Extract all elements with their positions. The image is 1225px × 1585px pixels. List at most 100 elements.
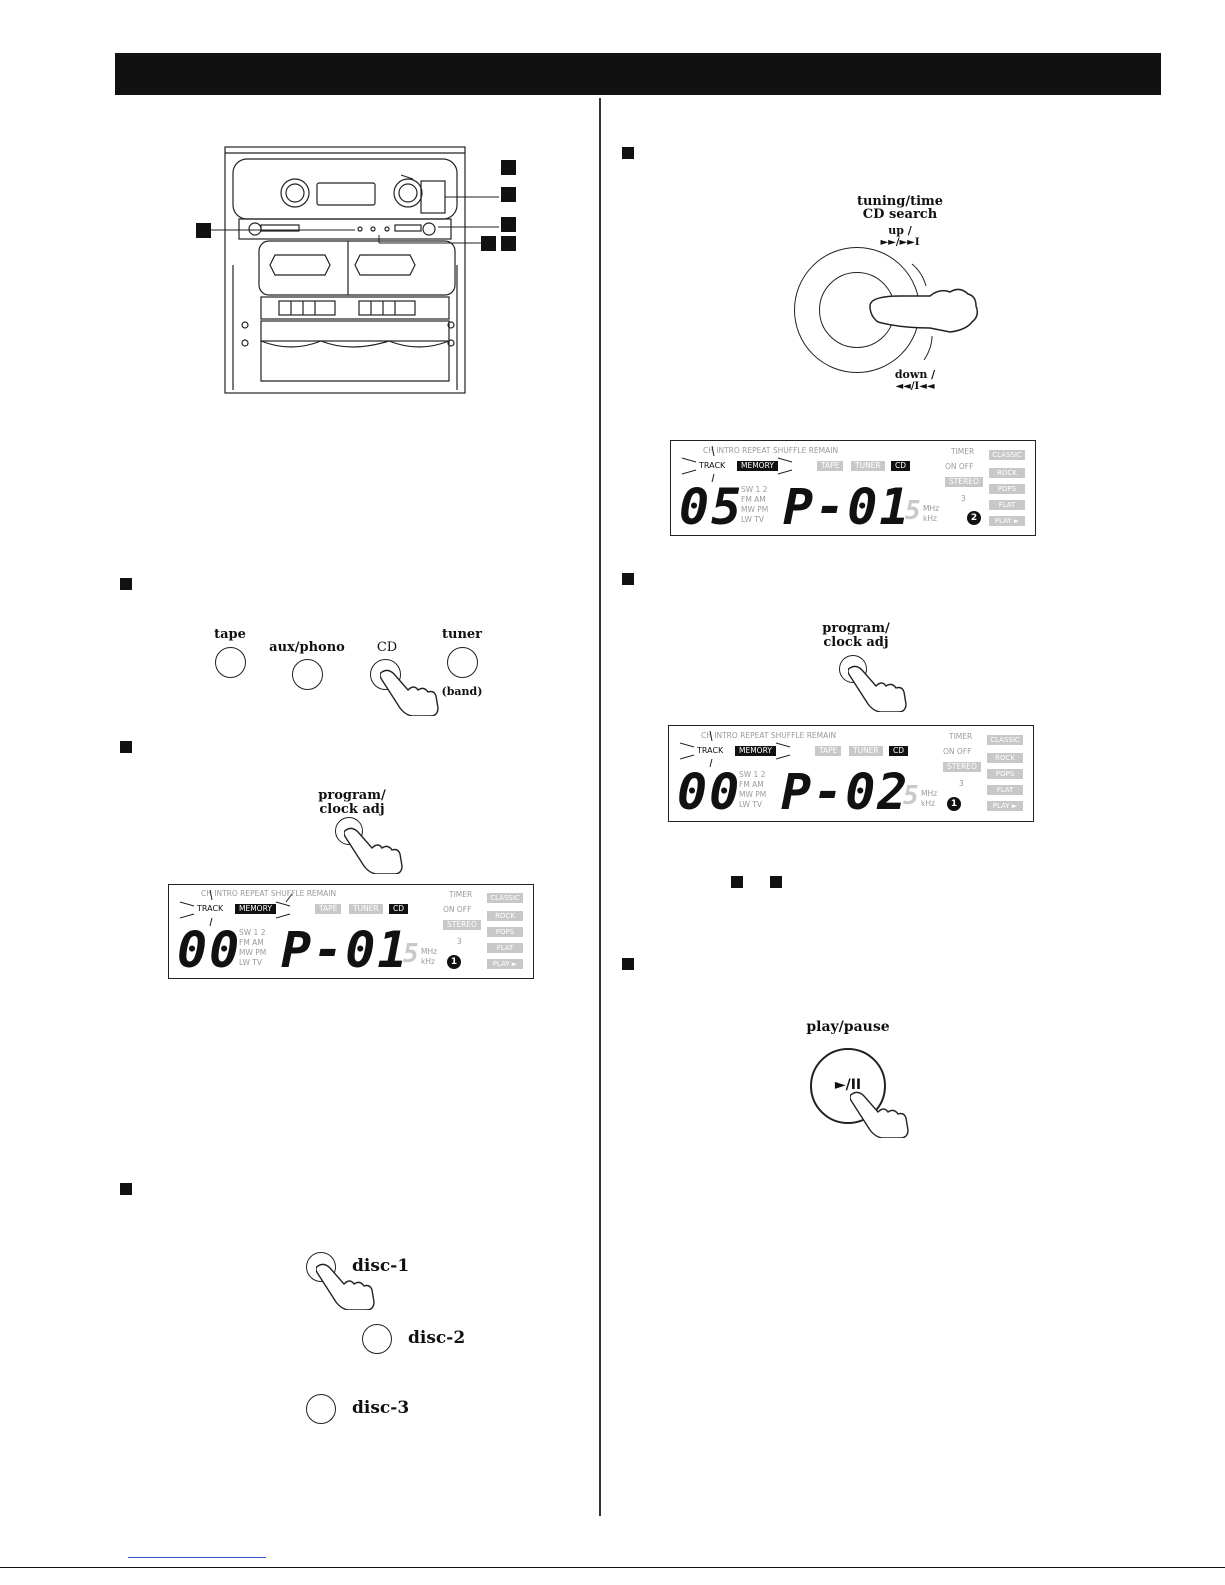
callout-marker — [501, 160, 516, 175]
lcd-band-label: SW 1 2 — [739, 770, 766, 779]
step-marker — [622, 147, 634, 159]
program-button-label-line2: clock adj — [823, 635, 889, 650]
up-label: up / — [888, 224, 912, 237]
aux-phono-button[interactable] — [292, 659, 323, 690]
disc-2-label: disc-2 — [408, 1328, 466, 1348]
lcd-band-label: MW PM — [741, 505, 769, 514]
lcd-display-1: CH INTRO REPEAT SHUFFLE REMAIN TRACK MEM… — [168, 884, 534, 979]
lcd-disc-indicator: 1 — [947, 797, 961, 811]
step-marker — [120, 1183, 132, 1195]
program-button-label-line2: clock adj — [319, 802, 385, 817]
lcd-play-indicator: PLAY ► — [487, 959, 523, 969]
lcd-band-label: FM AM — [741, 495, 766, 504]
cd-button-label: CD — [376, 640, 398, 655]
down-label: down / — [894, 368, 936, 381]
lcd-on-off-label: ON OFF — [943, 747, 972, 756]
tuner-button[interactable] — [447, 647, 478, 678]
lcd-band-label: FM AM — [239, 938, 264, 947]
lcd-stereo-indicator: STEREO — [443, 920, 481, 930]
disc-1-label: disc-1 — [352, 1256, 410, 1276]
lcd-disc-3-indicator: 3 — [961, 494, 966, 503]
column-divider — [599, 98, 601, 1516]
step-marker — [120, 578, 132, 590]
lcd-band-label: LW TV — [739, 800, 763, 809]
step-marker — [622, 573, 634, 585]
lcd-tape-indicator: TAPE — [815, 746, 842, 756]
page-header-bar — [115, 53, 1161, 95]
band-label: (band) — [441, 685, 483, 698]
lcd-timer-label: TIMER — [951, 447, 975, 456]
step-reference-marker — [731, 876, 743, 888]
lcd-eq-classic: CLASSIC — [989, 450, 1025, 460]
lcd-program-number: P-02 — [781, 763, 910, 821]
blink-rays-icon — [179, 889, 293, 927]
callout-marker — [501, 187, 516, 202]
lcd-eq-flat: FLAT — [987, 785, 1023, 795]
lcd-tuner-indicator: TUNER — [349, 904, 383, 914]
pressing-hand-icon — [848, 665, 907, 712]
lcd-tuner-indicator: TUNER — [849, 746, 883, 756]
callout-marker — [196, 223, 211, 238]
pressing-hand-icon — [850, 1091, 909, 1138]
lcd-khz-label: kHz — [421, 957, 435, 966]
step-marker — [622, 958, 634, 970]
lcd-eq-pops: POPS — [989, 484, 1025, 494]
step-marker — [120, 741, 132, 753]
lcd-eq-pops: POPS — [987, 769, 1023, 779]
lcd-band-label: LW TV — [741, 515, 765, 524]
lcd-cd-indicator: CD — [889, 746, 909, 756]
lcd-disc-3-indicator: 3 — [457, 937, 462, 946]
disc-3-label: disc-3 — [352, 1398, 410, 1418]
callout-marker — [481, 236, 496, 251]
lcd-program-number: P-01 — [281, 921, 410, 979]
lcd-khz-label: kHz — [923, 514, 937, 523]
blink-rays-icon — [679, 730, 791, 768]
lcd-track-number: 00 — [677, 763, 742, 821]
footer-rule — [0, 1567, 1225, 1568]
lcd-memory-indicator: MEMORY — [235, 904, 276, 914]
program-button-label-line1: program/ — [822, 621, 890, 636]
lcd-band-label: SW 1 2 — [239, 928, 266, 937]
lcd-disc-indicator: 1 — [447, 955, 461, 969]
tape-button[interactable] — [215, 647, 246, 678]
lcd-play-indicator: PLAY ► — [987, 801, 1023, 811]
lcd-track-number: 05 — [679, 478, 744, 536]
lcd-display-3: CH INTRO REPEAT SHUFFLE REMAIN TRACK MEM… — [668, 725, 1034, 822]
program-button-label-line1: program/ — [318, 788, 386, 803]
lcd-band-label: SW 1 2 — [741, 485, 768, 494]
lcd-stereo-indicator: STEREO — [943, 762, 981, 772]
lcd-timer-label: TIMER — [449, 890, 473, 899]
lcd-khz-label: kHz — [921, 799, 935, 808]
lcd-mhz-label: MHz — [923, 504, 940, 513]
lcd-track-indicator: TRACK — [197, 904, 224, 913]
lcd-tape-indicator: TAPE — [817, 461, 844, 471]
lcd-cd-indicator: CD — [389, 904, 409, 914]
lcd-track-indicator: TRACK — [697, 746, 724, 755]
lcd-dim-suffix: 5 — [905, 496, 923, 526]
play-pause-button-label: play/pause — [806, 1019, 890, 1035]
skip-forward-icon: ►►/►►I — [880, 237, 920, 248]
lcd-eq-flat: FLAT — [487, 943, 523, 953]
lcd-track-number: 00 — [177, 921, 242, 979]
lcd-eq-pops: POPS — [487, 927, 523, 937]
lcd-eq-classic: CLASSIC — [487, 893, 523, 903]
lcd-program-number: P-01 — [783, 478, 912, 536]
step-reference-marker — [770, 876, 782, 888]
disc-2-button[interactable] — [362, 1324, 392, 1354]
pressing-hand-icon — [380, 669, 439, 716]
lcd-band-label: MW PM — [239, 948, 267, 957]
disc-3-button[interactable] — [306, 1394, 336, 1424]
pressing-hand-icon — [344, 827, 403, 874]
lcd-disc-3-indicator: 3 — [959, 779, 964, 788]
lcd-memory-indicator: MEMORY — [735, 746, 776, 756]
pressing-hand-icon — [316, 1263, 375, 1310]
turning-hand-icon — [869, 263, 979, 361]
lcd-mode-labels: CH INTRO REPEAT SHUFFLE REMAIN — [201, 889, 337, 898]
lcd-mhz-label: MHz — [921, 789, 938, 798]
footer-link-underline[interactable] — [128, 1557, 266, 1558]
lcd-cd-indicator: CD — [891, 461, 911, 471]
tuning-knob-label-line2: CD search — [862, 207, 938, 222]
lcd-on-off-label: ON OFF — [945, 462, 974, 471]
lcd-band-label: MW PM — [739, 790, 767, 799]
lcd-play-indicator: PLAY ► — [989, 516, 1025, 526]
